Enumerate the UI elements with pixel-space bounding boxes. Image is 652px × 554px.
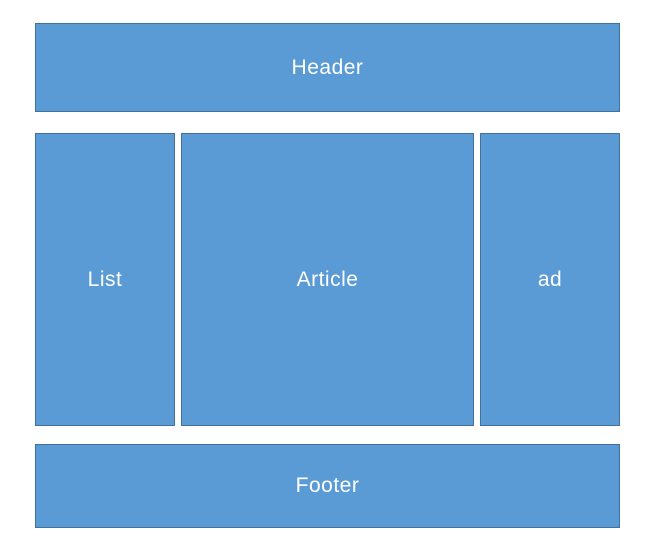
ad-block: ad — [480, 133, 620, 426]
header-block: Header — [35, 23, 620, 112]
footer-block-label: Footer — [295, 474, 360, 497]
ad-block-label: ad — [537, 267, 563, 291]
list-block-label: List — [87, 267, 123, 291]
article-block-label: Article — [296, 267, 359, 291]
header-block-label: Header — [291, 55, 364, 79]
article-block: Article — [181, 133, 474, 426]
list-block: List — [35, 133, 175, 426]
footer-block: Footer — [35, 444, 620, 528]
